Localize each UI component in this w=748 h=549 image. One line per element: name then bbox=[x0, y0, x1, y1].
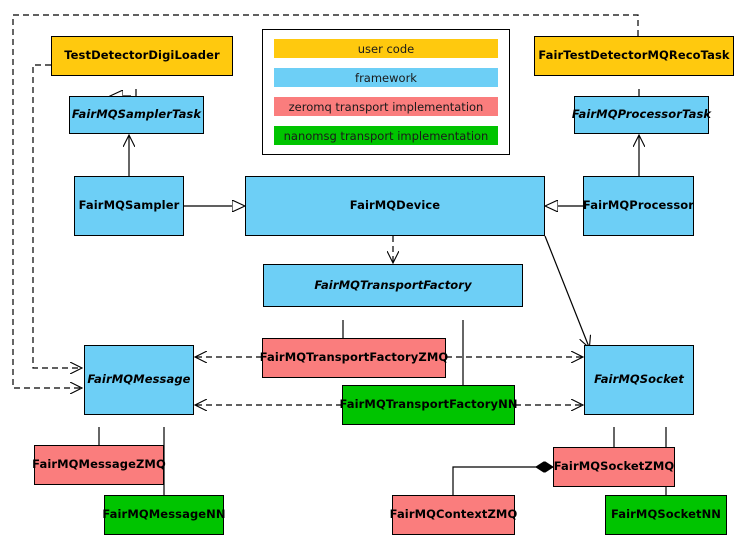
class-label: FairMQTransportFactoryZMQ bbox=[259, 350, 449, 365]
legend-label-nanomsg: nanomsg transport implementation bbox=[283, 128, 489, 143]
class-node-fairmqsocketzmq[interactable]: FairMQSocketZMQ bbox=[553, 447, 675, 487]
class-node-fairtestdetectormqrecotask[interactable]: FairTestDetectorMQRecoTask bbox=[534, 36, 734, 76]
class-label: FairMQTransportFactoryNN bbox=[339, 397, 518, 412]
class-label: FairMQDevice bbox=[349, 198, 441, 213]
class-node-fairmqprocessor[interactable]: FairMQProcessor bbox=[583, 176, 694, 236]
class-node-fairmqtransportfactory[interactable]: FairMQTransportFactory bbox=[263, 264, 523, 307]
legend-item-framework: framework bbox=[274, 68, 498, 87]
edge-device-to-socket bbox=[544, 235, 589, 347]
class-node-fairmqmessagenn[interactable]: FairMQMessageNN bbox=[102, 495, 226, 535]
legend-label-framework: framework bbox=[355, 70, 417, 85]
class-node-fairmqtransportfactoryzmq[interactable]: FairMQTransportFactoryZMQ bbox=[259, 338, 449, 378]
class-label: FairMQSocketNN bbox=[610, 507, 722, 522]
class-node-fairmqsocketnn[interactable]: FairMQSocketNN bbox=[605, 495, 727, 535]
class-label: TestDetectorDigiLoader bbox=[64, 48, 220, 63]
class-node-fairmqmessagezmq[interactable]: FairMQMessageZMQ bbox=[32, 445, 166, 485]
legend-item-user-code: user code bbox=[274, 39, 498, 58]
class-label: FairMQSamplerTask bbox=[71, 107, 202, 122]
class-label: FairMQMessageZMQ bbox=[32, 457, 166, 472]
legend-label-user-code: user code bbox=[357, 41, 415, 56]
class-label: FairMQSocketZMQ bbox=[553, 459, 675, 474]
legend-item-zeromq: zeromq transport implementation bbox=[274, 97, 498, 116]
legend-item-nanomsg: nanomsg transport implementation bbox=[274, 126, 498, 145]
class-label: FairMQTransportFactory bbox=[314, 277, 472, 292]
edge-contextzmq-to-socketzmq bbox=[452, 467, 553, 495]
class-node-fairmqsampler[interactable]: FairMQSampler bbox=[74, 176, 184, 236]
class-label: FairTestDetectorMQRecoTask bbox=[538, 48, 730, 63]
legend-label-zeromq: zeromq transport implementation bbox=[288, 99, 484, 114]
class-node-testdetectordigiloader[interactable]: TestDetectorDigiLoader bbox=[51, 36, 233, 76]
class-node-fairmqtransportfactorynn[interactable]: FairMQTransportFactoryNN bbox=[339, 385, 518, 425]
class-label: FairMQMessage bbox=[87, 372, 191, 387]
class-label: FairMQProcessor bbox=[582, 198, 695, 213]
class-label: FairMQProcessorTask bbox=[571, 107, 712, 122]
class-label: FairMQSampler bbox=[78, 198, 180, 213]
class-node-fairmqsamplertask[interactable]: FairMQSamplerTask bbox=[69, 96, 204, 134]
class-node-fairmqsocket[interactable]: FairMQSocket bbox=[584, 345, 694, 415]
class-label: FairMQSocket bbox=[594, 372, 684, 387]
legend-box: user code framework zeromq transport imp… bbox=[262, 29, 510, 155]
class-node-fairmqprocessortask[interactable]: FairMQProcessorTask bbox=[571, 96, 712, 134]
class-label: FairMQMessageNN bbox=[102, 507, 226, 522]
class-node-fairmqmessage[interactable]: FairMQMessage bbox=[84, 345, 194, 415]
class-label: FairMQContextZMQ bbox=[389, 507, 518, 522]
class-node-fairmqdevice[interactable]: FairMQDevice bbox=[245, 176, 545, 236]
class-node-fairmqcontextzmq[interactable]: FairMQContextZMQ bbox=[389, 495, 518, 535]
